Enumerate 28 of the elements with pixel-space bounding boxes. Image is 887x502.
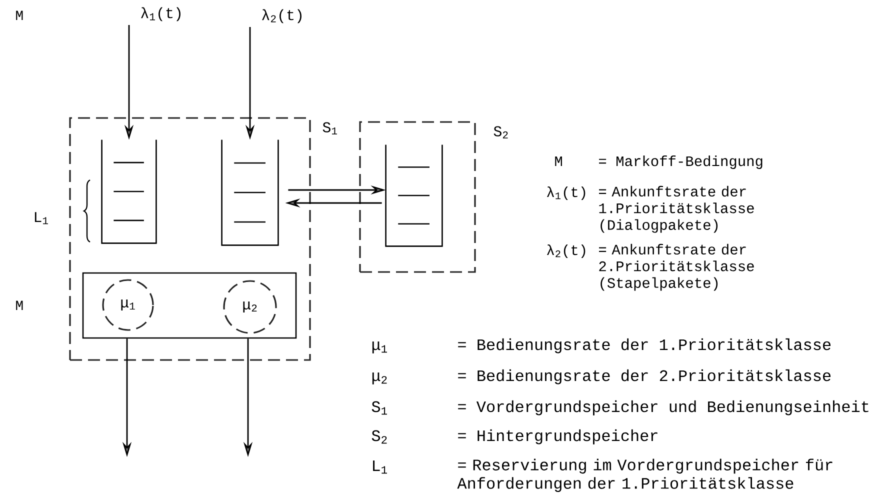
legend-definition: = Bedienungsrate der 1.Prioritätsklasse (458, 338, 831, 354)
legend-symbol: μ$_{1}$ (372, 342, 387, 354)
legend-definition: = Ankunftsrate der 2.Prioritätsklasse (Stapelpakete) (599, 244, 754, 291)
server-box (82, 272, 297, 339)
queue-container (221, 140, 279, 246)
legend-definition: = Ankunftsrate der 1.Prioritätsklasse (Dialogpakete) (599, 186, 754, 233)
legend-definition: = Reservierung im Vordergrundspeicher für Anforderungen der 1.Prioritätsklasse (457, 458, 832, 492)
node-label: S$_{2}$ (494, 126, 508, 138)
legend-symbol: λ$_{2}$(t) (547, 244, 586, 258)
legend-symbol: L$_{1}$ (373, 460, 387, 474)
legend-definition: = Vordergrundspeicher und Bedienungseinheit (458, 400, 868, 416)
storage-group-box: S$_{2}$ (359, 121, 508, 273)
legend-definition: = Markoff-Bedingung (599, 155, 762, 169)
node-label: S$_{1}$ (322, 122, 337, 134)
legend-symbol: M (555, 156, 562, 166)
legend-symbol: S$_{1}$ (372, 401, 387, 415)
legend-definition: = Bedienungsrate der 2.Prioritätsklasse (458, 369, 831, 384)
symbol-label: M (16, 10, 23, 20)
edge-label: λ$_{1}$(t) (139, 6, 184, 22)
symbol-label: M (16, 300, 23, 310)
symbol-label: L$_{1}$ (34, 212, 48, 224)
legend-symbol: λ$_{1}$(t) (547, 186, 586, 200)
queue-container (101, 140, 157, 244)
legend-symbol: μ$_{2}$ (372, 372, 387, 384)
legend-definition: = Hintergrundspeicher (458, 429, 658, 444)
queue-container (385, 144, 443, 247)
legend-symbol: S$_{2}$ (372, 430, 387, 444)
edge-label: λ$_{2}$(t) (260, 8, 305, 24)
